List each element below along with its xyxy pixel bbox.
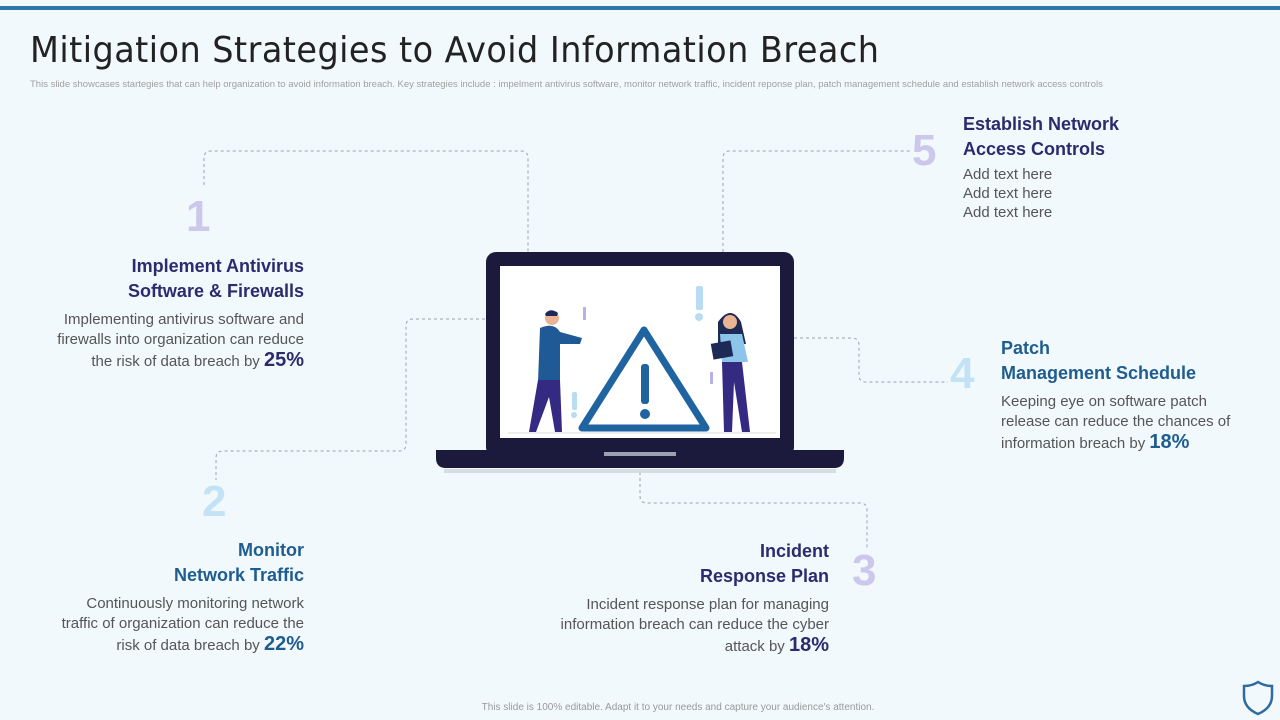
strategy-5-heading-line1: Establish Network <box>963 114 1120 134</box>
strategy-2-description: Continuously monitoring network traffic … <box>4 594 304 656</box>
desc-line: Incident response plan for managing <box>586 596 829 613</box>
desc-line: the risk of data breach by <box>91 353 260 370</box>
desc-line: Add text here <box>963 166 1053 183</box>
strategy-2-percent: 22% <box>263 633 304 655</box>
desc-line: release can reduce the chances of <box>1001 413 1231 430</box>
strategy-4-percent: 18% <box>1149 431 1190 453</box>
strategy-5: Establish Network Access Controls Add te… <box>963 112 1233 222</box>
connector-5 <box>722 150 910 252</box>
strategy-3: Incident Response Plan Incident response… <box>509 539 829 657</box>
strategy-4-description: Keeping eye on software patch release ca… <box>1001 392 1271 454</box>
desc-line: Add text here <box>963 204 1053 221</box>
connector-3 <box>639 472 868 548</box>
warning-triangle-icon <box>578 326 710 432</box>
man-figure <box>529 310 582 432</box>
strategy-1: Implement Antivirus Software & Firewalls… <box>4 254 304 372</box>
strategy-1-heading-line1: Implement Antivirus <box>131 256 304 276</box>
step-number-5: 5 <box>912 126 937 175</box>
strategy-1-heading-line2: Software & Firewalls <box>127 281 304 301</box>
footer-note: This slide is 100% editable. Adapt it to… <box>481 702 875 713</box>
desc-line: Add text here <box>963 185 1053 202</box>
strategy-2: Monitor Network Traffic Continuously mon… <box>4 538 304 656</box>
strategy-1-percent: 25% <box>263 349 304 371</box>
connector-2 <box>215 318 485 480</box>
strategy-3-percent: 18% <box>788 634 829 656</box>
desc-line: information breach by <box>1001 435 1146 452</box>
exclamation-marks-icon <box>571 286 713 418</box>
strategy-3-description: Incident response plan for managing info… <box>509 595 829 657</box>
laptop-illustration <box>436 252 844 473</box>
page-subtitle: This slide showcases startegies that can… <box>30 79 1103 90</box>
strategy-3-heading-line2: Response Plan <box>699 566 829 586</box>
connector-1 <box>203 150 529 252</box>
laptop-base <box>436 450 844 468</box>
strategy-3-heading-line1: Incident <box>759 541 829 561</box>
shield-icon <box>1242 680 1274 716</box>
strategy-4: Patch Management Schedule Keeping eye on… <box>1001 336 1271 454</box>
top-accent-bar <box>0 6 1280 10</box>
desc-line: information breach can reduce the cyber <box>560 616 829 633</box>
desc-line: firewalls into organization can reduce <box>57 331 304 348</box>
strategy-5-description: Add text here Add text here Add text her… <box>963 165 1233 222</box>
laptop-notch <box>604 452 676 456</box>
desc-line: Continuously monitoring network <box>86 595 304 612</box>
desc-line: risk of data breach by <box>116 637 260 654</box>
strategy-5-heading-line2: Access Controls <box>963 139 1106 159</box>
step-number-2: 2 <box>202 477 227 526</box>
desc-line: attack by <box>724 638 785 655</box>
strategy-4-heading-line2: Management Schedule <box>1001 363 1197 383</box>
strategy-2-heading-line2: Network Traffic <box>173 565 304 585</box>
strategy-2-heading-line1: Monitor <box>238 540 304 560</box>
desc-line: traffic of organization can reduce the <box>61 615 304 632</box>
step-number-1: 1 <box>186 192 211 241</box>
step-number-3: 3 <box>852 546 877 595</box>
woman-figure <box>710 313 750 432</box>
strategy-1-description: Implementing antivirus software and fire… <box>4 310 304 372</box>
desc-line: Implementing antivirus software and <box>63 311 304 328</box>
desc-line: Keeping eye on software patch <box>1001 393 1207 410</box>
laptop-shadow <box>444 469 836 473</box>
page-title: Mitigation Strategies to Avoid Informati… <box>30 30 880 71</box>
step-number-4: 4 <box>950 349 975 398</box>
strategy-4-heading-line1: Patch <box>1001 338 1051 358</box>
connector-4 <box>794 337 948 383</box>
